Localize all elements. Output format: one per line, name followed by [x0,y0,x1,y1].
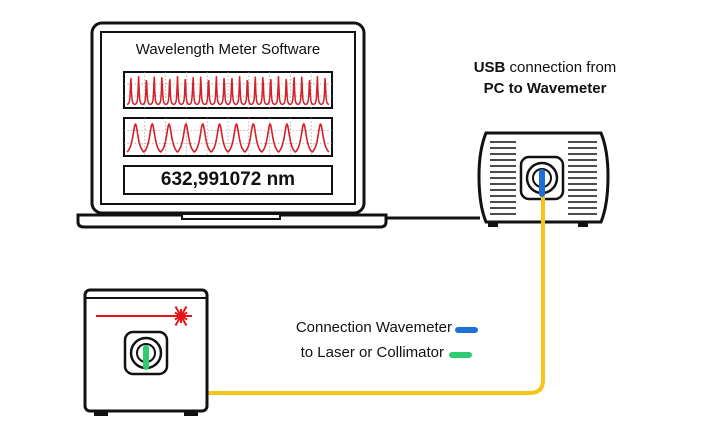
software-title: Wavelength Meter Software [135,41,321,58]
top-graph [123,71,333,109]
wavemeter-vents [490,141,597,215]
laptop [76,21,388,229]
bottom-graph-curve [126,122,330,154]
wavelength-readout: 632,991072 nm [160,169,296,190]
top-graph-curve [126,75,330,106]
laser-foot-left [94,411,108,416]
laser-source [83,288,209,416]
legend-wavemeter-connection: Connection Wavemeter [295,319,452,336]
burst-core [178,313,184,319]
laser-burst-icon [170,305,192,327]
laptop-base [76,213,388,229]
wavemeter-foot-right [578,222,588,227]
usb-label-rest: connection from [505,59,617,76]
bottom-graph [123,117,333,157]
usb-label-bold: USB [473,59,506,76]
laser-foot-right [184,411,198,416]
wavemeter-foot-left [488,222,498,227]
laptop-hinge-notch [181,213,281,220]
usb-label-line2: PC to Wavemeter [483,80,607,97]
legend-laser-connection: to Laser or Collimator [300,344,444,361]
usb-label-line1: USB connection from [440,59,650,76]
readout-box [123,165,333,195]
